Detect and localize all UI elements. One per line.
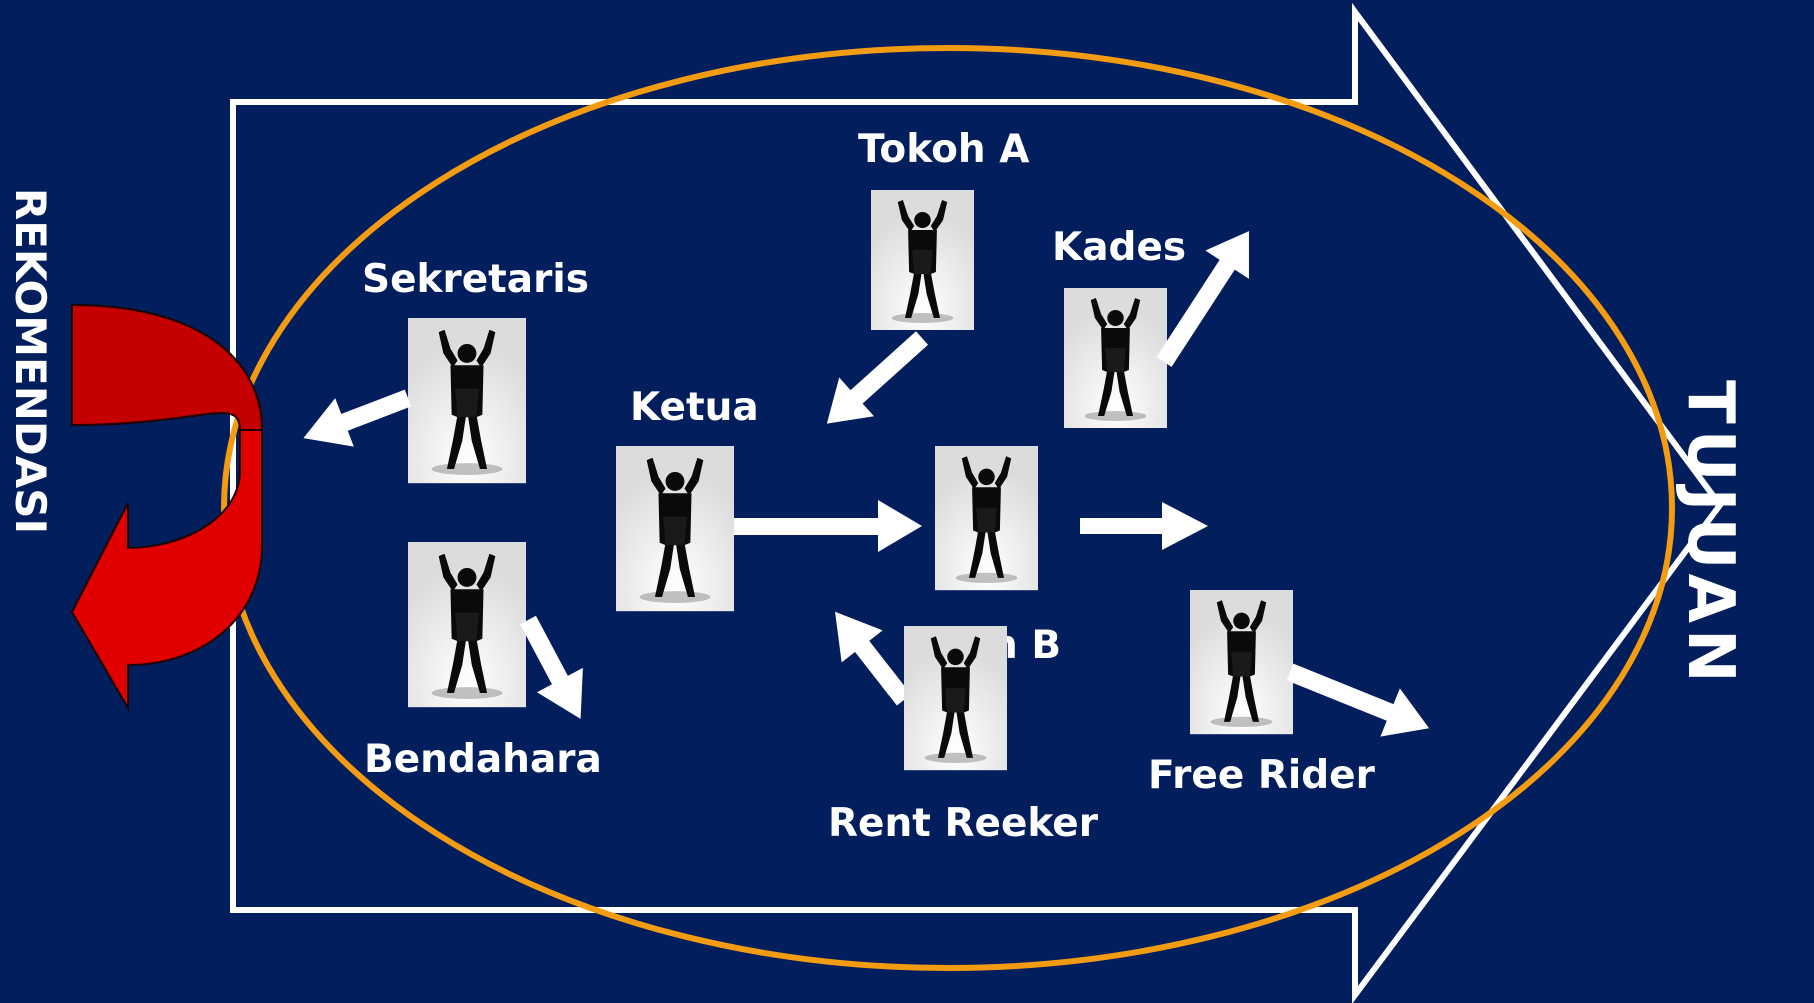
label-tokoh-b-partial: h B [990,623,1062,668]
flow-arrows [303,231,1430,737]
label-ketua: Ketua [630,385,759,430]
arrow-ketua-to-center [734,500,922,552]
person-tokoh-a-icon [871,190,974,330]
person-free-rider-icon [1190,590,1293,735]
person-kades-icon [1064,288,1167,428]
label-bendahara: Bendahara [364,737,602,782]
arrow-sekretaris [303,389,412,447]
arrow-tokoh-a [826,331,929,424]
label-kades: Kades [1052,225,1187,270]
arrow-center-right [1080,502,1208,550]
arrow-bendahara [520,615,583,719]
curved-return-arrow-icon [70,303,264,712]
person-sekretaris-icon [408,318,526,484]
label-sekretaris: Sekretaris [362,257,589,302]
arrow-free-rider [1286,663,1430,737]
label-tokoh-a: Tokoh A [858,127,1030,172]
person-center-icon [935,446,1038,591]
rekomendasi-label: REKOMENDASI [6,187,55,535]
person-bendahara-icon [408,542,526,708]
label-free-rider: Free Rider [1148,753,1375,798]
tujuan-label: TUJUAN [1673,380,1747,689]
group-ellipse [221,45,1675,971]
person-ketua-icon [616,446,734,612]
arrow-kades [1156,231,1249,367]
arrow-rent-reeker [835,611,912,706]
label-rent-reeker: Rent Reeker [828,801,1098,846]
goal-arrow-outline [230,2,1724,1003]
